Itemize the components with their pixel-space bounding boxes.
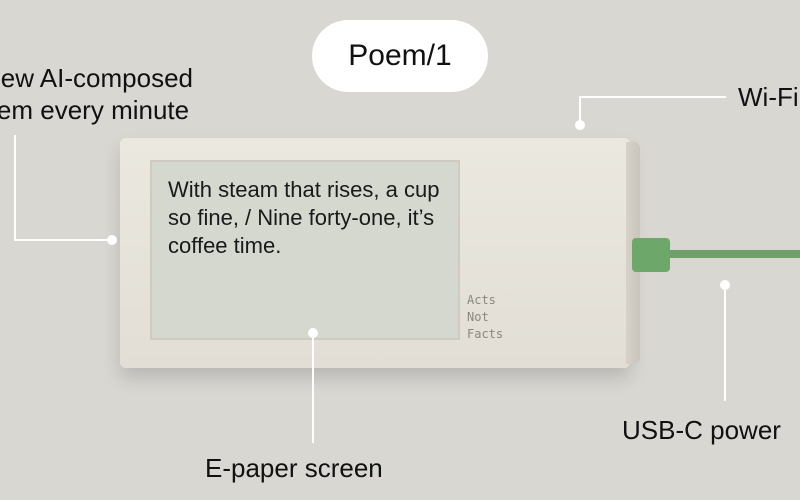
callout-line bbox=[580, 96, 726, 98]
callout-line bbox=[14, 135, 16, 241]
usb-cable bbox=[665, 250, 800, 258]
callout-dot bbox=[720, 280, 730, 290]
callout-dot bbox=[107, 235, 117, 245]
callout-dot bbox=[575, 120, 585, 130]
callout-poem: New AI-composed poem every minute bbox=[0, 62, 193, 126]
callout-line bbox=[312, 333, 314, 443]
callout-poem-line2: poem every minute bbox=[0, 95, 190, 125]
title: Poem/1 bbox=[348, 39, 452, 72]
title-pill: Poem/1 bbox=[312, 20, 488, 92]
brand-line: Facts bbox=[467, 327, 504, 341]
callout-usb: USB-C power bbox=[622, 415, 781, 445]
poem-text: With steam that rises, a cup so fine, / … bbox=[168, 177, 440, 258]
callout-line bbox=[724, 285, 726, 401]
brand-line: Acts bbox=[467, 293, 496, 307]
callout-line bbox=[579, 96, 581, 126]
callout-dot bbox=[308, 328, 318, 338]
e-paper-screen: With steam that rises, a cup so fine, / … bbox=[150, 160, 460, 340]
brand-line: Not bbox=[467, 310, 489, 324]
callout-poem-line1: New AI-composed bbox=[0, 63, 193, 93]
brand-logo: Acts Not Facts bbox=[467, 292, 503, 343]
callout-line bbox=[14, 239, 112, 241]
usb-plug bbox=[632, 238, 670, 272]
callout-screen: E-paper screen bbox=[205, 453, 383, 483]
callout-wifi: Wi-Fi bbox=[738, 82, 799, 112]
